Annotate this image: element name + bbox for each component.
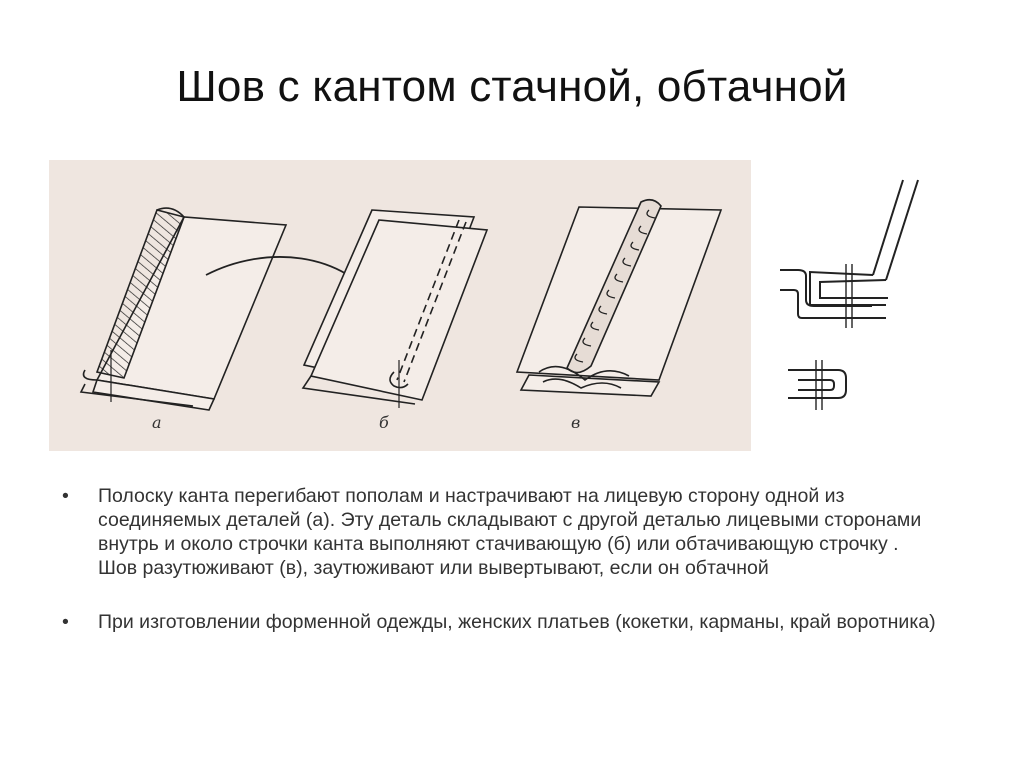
step-c-drawing bbox=[515, 198, 723, 397]
step-a-drawing bbox=[79, 207, 288, 411]
step-b-drawing bbox=[301, 209, 489, 408]
bullet-list: • Полоску канта перегибают пополам и нас… bbox=[62, 484, 942, 634]
bullet-text: При изготовлении форменной одежды, женск… bbox=[98, 611, 936, 633]
seam-illustration: а б в bbox=[49, 160, 751, 451]
seam-cross-section-diagram bbox=[768, 160, 936, 451]
bullet-marker: • bbox=[62, 611, 69, 633]
bullet-item: • Полоску канта перегибают пополам и нас… bbox=[62, 484, 942, 580]
figure-label-a: а bbox=[152, 413, 162, 432]
bullet-marker: • bbox=[62, 485, 69, 507]
cross-section-top bbox=[780, 179, 919, 328]
bullet-item: • При изготовлении форменной одежды, жен… bbox=[62, 610, 942, 634]
cross-section-bottom bbox=[788, 360, 847, 410]
slide-title: Шов с кантом стачной, обтачной bbox=[176, 62, 848, 111]
figure-label-v: в bbox=[571, 413, 580, 432]
bullet-text: Полоску канта перегибают пополам и настр… bbox=[98, 485, 922, 579]
figure-label-b: б bbox=[379, 413, 389, 432]
